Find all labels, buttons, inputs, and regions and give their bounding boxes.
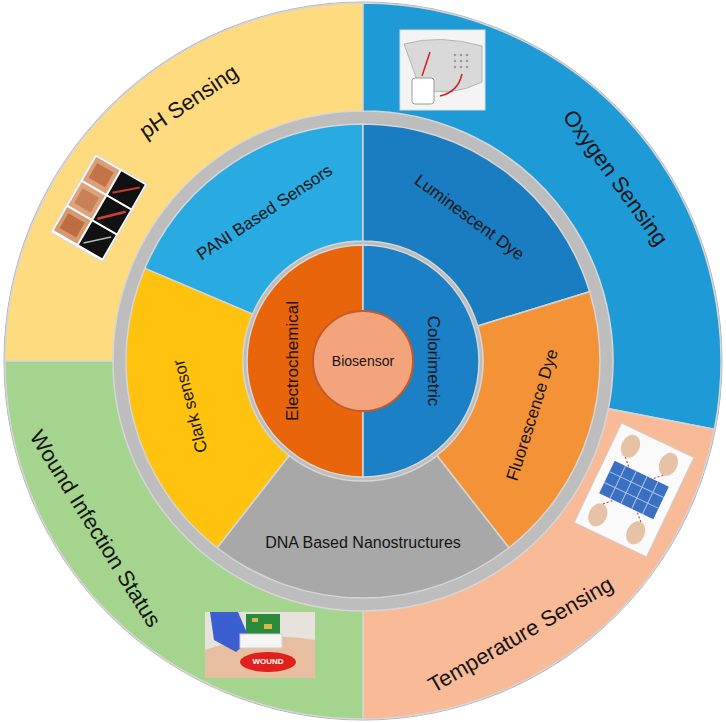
dot-array (454, 54, 469, 69)
circuit-board (246, 614, 280, 634)
sector-label: Colorimetric (423, 316, 443, 407)
micrograph (79, 221, 116, 258)
photo-frame (51, 154, 148, 262)
hand (584, 500, 611, 529)
hand (655, 450, 682, 479)
sensor-array (599, 461, 669, 519)
wound-pad-centre (74, 188, 99, 212)
bandage (240, 634, 282, 648)
fibre-streak (97, 201, 125, 229)
oxygen-photo (400, 30, 485, 110)
photo-frame (400, 30, 485, 110)
ph-photo (51, 154, 148, 262)
wound-photo (205, 612, 315, 678)
sector-label: Electrochemical (283, 301, 303, 421)
fibre-streak (83, 226, 111, 253)
wound-pad-centre (60, 213, 85, 237)
sector-fill (313, 311, 413, 411)
pointer-arrow (422, 52, 430, 76)
reader-unit (412, 78, 434, 104)
photo-label: WOUND (252, 657, 283, 667)
outer-disc (4, 2, 722, 720)
sector-label: Biosensor (332, 353, 394, 370)
sector-fill (363, 409, 714, 719)
sector-fill (363, 3, 721, 429)
photo-frame (574, 423, 694, 557)
sector-label: DNA Based Nanostructures (265, 533, 461, 552)
chip (264, 624, 272, 629)
hand (617, 432, 644, 461)
wound-area (240, 652, 296, 672)
chip (252, 618, 258, 622)
sector-fill (5, 361, 363, 719)
photo-frame (205, 612, 315, 678)
hand (622, 518, 649, 547)
sector-fill (5, 3, 363, 361)
temperature-photo (574, 423, 694, 557)
fibre-streak (112, 177, 139, 203)
sensor-grid (599, 461, 669, 519)
leader-dash (603, 457, 663, 522)
pointer-arrow (440, 74, 462, 96)
wound-pad-centre (89, 163, 114, 187)
